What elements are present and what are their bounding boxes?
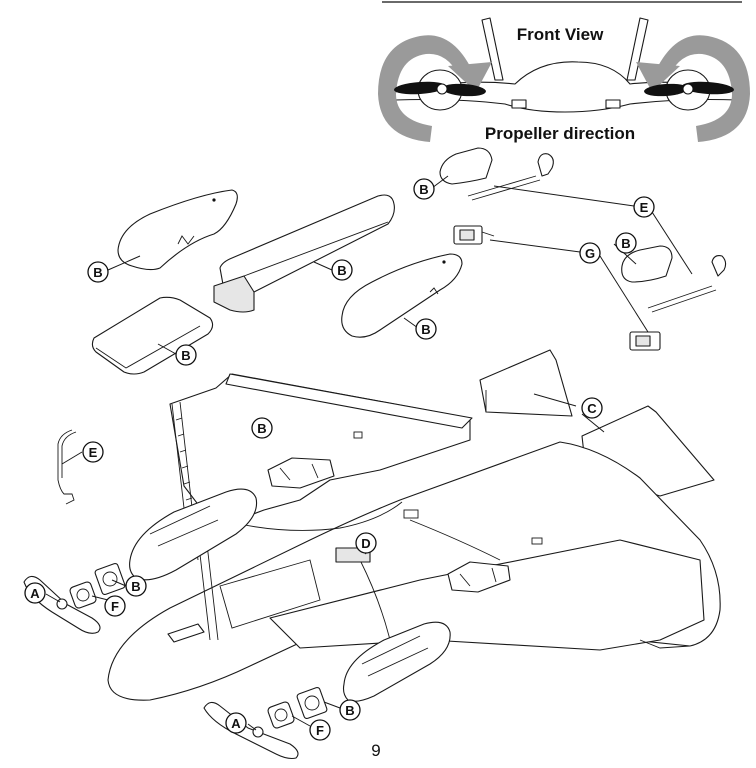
front-view-inset: Front View Propeller direction <box>378 1 750 143</box>
svg-text:E: E <box>640 200 649 215</box>
right-rotation-arrow <box>656 35 750 142</box>
upper-wing-edge <box>225 373 473 429</box>
left-motor-mount <box>94 562 126 596</box>
callout-b-nacelle-cover: B <box>415 318 437 340</box>
fuselage <box>107 441 721 701</box>
motor-cover-top <box>439 147 493 185</box>
svg-text:C: C <box>587 401 597 416</box>
deck-slot-2 <box>531 537 543 545</box>
callout-d-servo-mount: D <box>355 532 377 554</box>
svg-text:B: B <box>257 421 266 436</box>
wing-tip-edge <box>639 639 691 649</box>
svg-text:B: B <box>421 322 430 337</box>
front-left-fin <box>481 17 504 81</box>
callout-a-right-prop: A <box>225 712 247 734</box>
pushrod-top <box>467 175 541 201</box>
canopy-piece <box>91 296 214 375</box>
front-right-fin <box>626 17 649 81</box>
svg-text:G: G <box>585 246 595 261</box>
vertical-fin-upper <box>479 349 573 417</box>
left-propeller-front <box>394 81 486 97</box>
callout-b-wing: B <box>251 417 273 439</box>
callout-b-motor-cover-top: B <box>413 178 435 200</box>
callout-b-battery-hatch: B <box>331 259 353 281</box>
pushrod-right <box>647 285 717 313</box>
control-wire-lower <box>359 559 391 641</box>
callout-c-fins: C <box>581 397 603 419</box>
callout-b-left-mount: B <box>125 575 147 597</box>
gear-saddle-upper <box>267 457 335 489</box>
svg-text:A: A <box>231 716 241 731</box>
callout-a-left-prop: A <box>24 582 46 604</box>
svg-text:D: D <box>361 536 370 551</box>
front-gear-right <box>605 99 621 109</box>
deck-slot-1 <box>403 509 419 519</box>
deck-slot-3 <box>353 431 363 439</box>
callout-b-canopy-left: B <box>87 261 109 283</box>
svg-text:A: A <box>30 586 40 601</box>
left-rotation-arrow <box>378 35 472 142</box>
landing-gear-wire <box>57 429 77 505</box>
right-propeller-front <box>644 81 734 97</box>
svg-text:B: B <box>181 348 190 363</box>
svg-text:B: B <box>337 263 346 278</box>
control-wire-upper <box>213 501 403 531</box>
motor-cover-right <box>621 245 673 283</box>
hatch-cover-left <box>117 189 238 271</box>
svg-text:F: F <box>111 599 119 614</box>
servo-right <box>629 331 661 351</box>
gear-saddle-lower <box>447 561 511 593</box>
right-motor-mount <box>296 686 328 720</box>
center-hatch-opening <box>219 559 321 629</box>
callout-f-right-motor: F <box>309 719 331 741</box>
svg-text:E: E <box>89 445 98 460</box>
page-number: 9 <box>371 741 380 760</box>
lower-wing <box>269 539 705 651</box>
callout-b-right-mount: B <box>339 699 361 721</box>
svg-text:B: B <box>621 236 630 251</box>
right-rotation-arrowhead <box>636 62 680 92</box>
callout-b-canopy-piece: B <box>175 344 197 366</box>
battery-hatch <box>213 194 395 313</box>
callout-e-gear-wire: E <box>82 441 104 463</box>
right-propeller <box>203 701 299 760</box>
callout-e-pushrods: E <box>633 196 655 218</box>
control-horn-right <box>711 255 727 277</box>
callout-f-left-motor: F <box>104 595 126 617</box>
svg-text:B: B <box>131 579 140 594</box>
callout-b-motor-cover-right: B <box>615 232 637 254</box>
right-motor <box>267 701 295 729</box>
left-nacelle <box>129 488 258 581</box>
nacelle-cover-center <box>341 253 463 338</box>
left-rotation-arrowhead <box>448 62 492 92</box>
svg-text:B: B <box>345 703 354 718</box>
cockpit-slot <box>167 623 205 643</box>
svg-text:F: F <box>316 723 324 738</box>
svg-text:B: B <box>419 182 428 197</box>
control-horn-top <box>537 153 554 177</box>
front-view-title: Front View <box>517 25 604 44</box>
leader-lines <box>45 175 693 731</box>
svg-text:B: B <box>93 265 102 280</box>
servo-top <box>453 225 495 245</box>
propeller-direction-caption: Propeller direction <box>485 124 635 143</box>
control-wire-right <box>409 519 501 561</box>
left-motor <box>69 581 97 609</box>
boom-ticks <box>175 417 193 501</box>
callout-g-servos: G <box>579 242 601 264</box>
front-gear-left <box>511 99 527 109</box>
